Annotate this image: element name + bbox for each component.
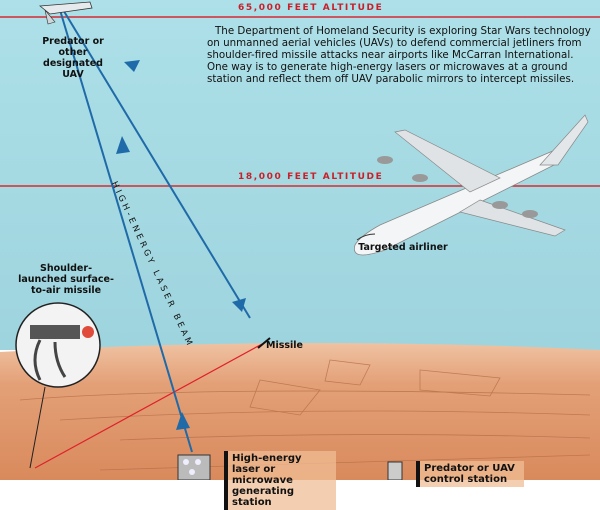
control-station-label: Predator or UAV control station: [416, 461, 524, 487]
beam-down: [61, 7, 251, 319]
beam-up: [59, 9, 193, 453]
airliner-icon: [353, 114, 589, 256]
diagram-scene: [0, 0, 600, 480]
ground-station-icon: [177, 454, 211, 480]
missile-label: Missile: [266, 340, 303, 351]
station-label: High-energy laser or microwave generatin…: [224, 451, 336, 510]
control-station-icon: [387, 461, 403, 480]
intro-text: The Department of Homeland Security is e…: [207, 25, 591, 85]
beam-arrow-icons: [116, 60, 246, 430]
missile-trail: [34, 343, 263, 469]
altitude-label-65000: 65,000 FEET ALTITUDE: [238, 3, 384, 13]
altitude-label-18000: 18,000 FEET ALTITUDE: [238, 172, 384, 182]
missile-icon: [257, 337, 271, 349]
uav-icon: [38, 1, 93, 25]
airliner-label: Targeted airliner: [358, 242, 448, 253]
uav-label: Predator or other designated UAV: [42, 36, 104, 80]
launcher-label: Shoulder-launched surface-to-air missile: [18, 263, 114, 296]
launcher-inset-icon: [15, 302, 101, 469]
